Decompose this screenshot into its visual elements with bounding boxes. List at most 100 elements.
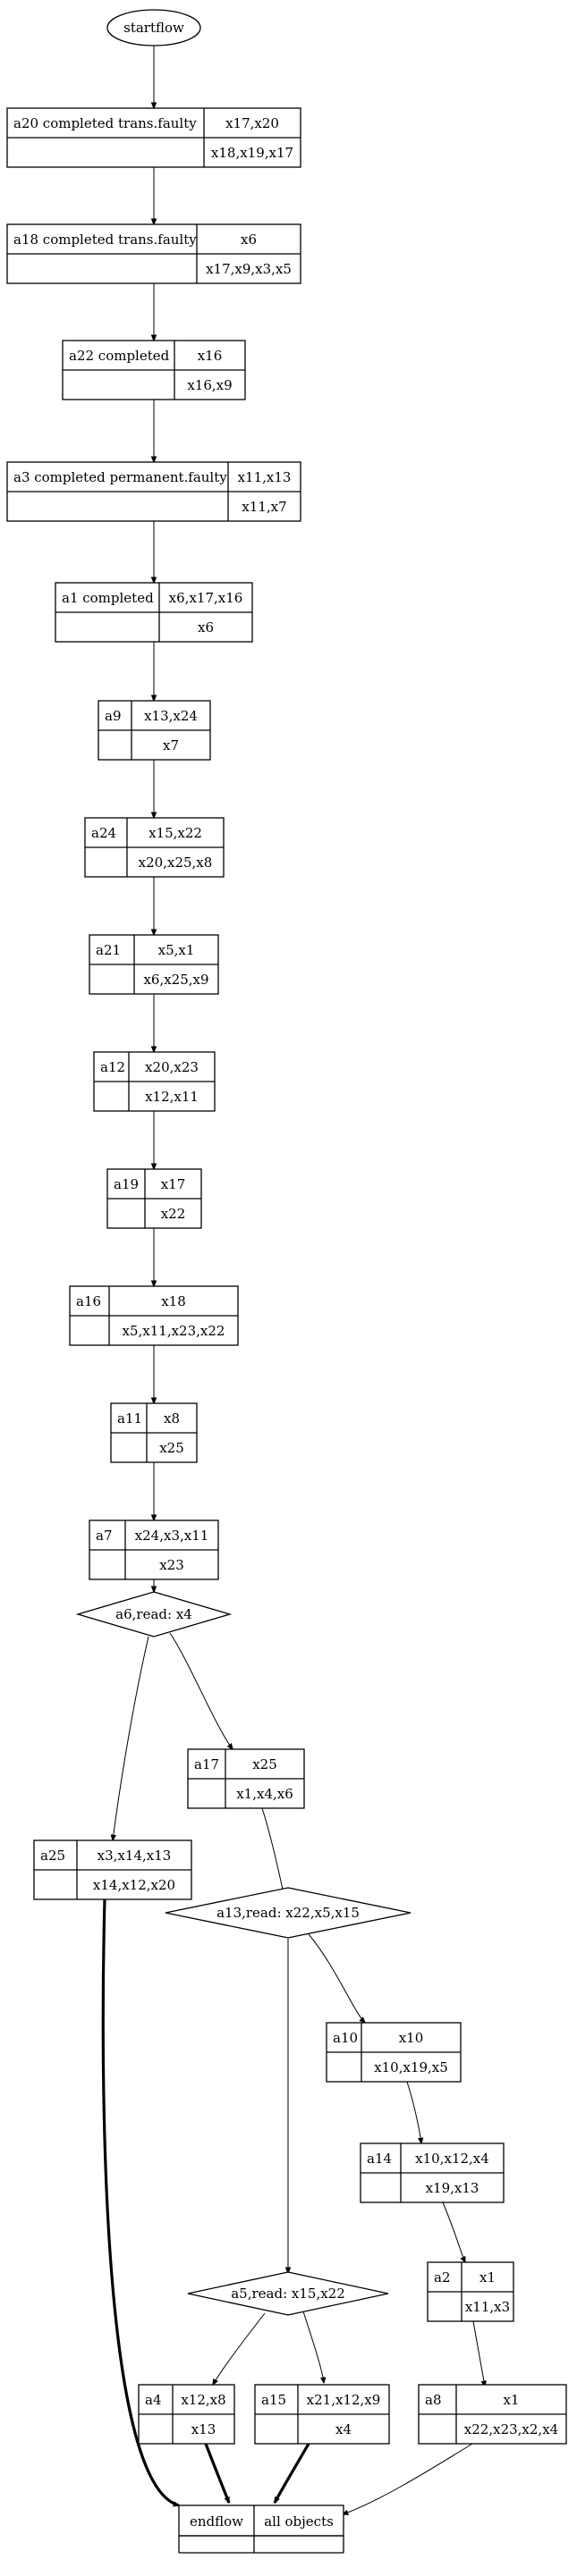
task-inputs-a1: x6,x17,x16 bbox=[169, 590, 243, 606]
end-node: endflow all objects bbox=[178, 2504, 344, 2554]
task-node-a9: a9 x13,x24 x7 bbox=[98, 700, 211, 761]
task-node-a22: a22 completed x16 x16,x9 bbox=[62, 340, 246, 400]
decision-nodes: a6,read: x4 a13,read: x22,x5,x15 a5,read: … bbox=[75, 1591, 412, 2316]
start-label: startflow bbox=[123, 20, 184, 36]
task-name-a17: a17 bbox=[194, 1756, 219, 1772]
task-outputs-a18: x17,x9,x3,x5 bbox=[206, 261, 292, 277]
task-name-a7: a7 bbox=[96, 1528, 113, 1544]
task-node-a18: a18 completed trans.faulty x6 x17,x9,x3,x5 bbox=[6, 223, 301, 284]
task-outputs-a2: x11,x3 bbox=[465, 2299, 510, 2315]
task-node-a12: a12 x20,x23 x12,x11 bbox=[93, 1051, 216, 1112]
task-inputs-a22: x16 bbox=[198, 348, 223, 364]
task-name-a14: a14 bbox=[367, 2151, 392, 2167]
end-objects-label: all objects bbox=[264, 2513, 334, 2530]
task-inputs-a20: x17,x20 bbox=[225, 115, 279, 131]
task-outputs-a25: x14,x12,x20 bbox=[93, 1877, 175, 1893]
decision-node-a6: a6,read: x4 bbox=[75, 1591, 233, 1637]
task-outputs-a7: x23 bbox=[159, 1557, 184, 1573]
task-inputs-a9: x13,x24 bbox=[144, 708, 198, 724]
task-outputs-a12: x12,x11 bbox=[145, 1089, 199, 1105]
decision-node-a5: a5,read: x15,x22 bbox=[187, 2271, 389, 2316]
task-name-a22: a22 completed bbox=[69, 348, 170, 364]
decision-label-a13: a13,read: x22,x5,x15 bbox=[216, 1905, 360, 1921]
task-name-a8: a8 bbox=[425, 2392, 442, 2408]
task-outputs-a4: x13 bbox=[191, 2421, 216, 2437]
task-inputs-a21: x5,x1 bbox=[158, 942, 195, 958]
task-outputs-a3: x11,x7 bbox=[242, 499, 286, 515]
task-name-a20: a20 completed trans.faulty bbox=[13, 115, 197, 131]
task-inputs-a3: x11,x13 bbox=[238, 469, 292, 485]
task-outputs-a15: x4 bbox=[335, 2421, 352, 2437]
edge-a10-a14 bbox=[406, 2081, 421, 2143]
task-name-a19: a19 bbox=[114, 1176, 139, 1192]
task-node-a11: a11 x8 x25 bbox=[110, 1402, 198, 1463]
task-name-a11: a11 bbox=[117, 1410, 142, 1427]
task-name-a21: a21 bbox=[96, 942, 121, 958]
task-name-a1: a1 completed bbox=[62, 590, 154, 606]
task-inputs-a15: x21,x12,x9 bbox=[307, 2392, 381, 2408]
edge-a5-a4 bbox=[213, 2312, 266, 2385]
task-inputs-a16: x18 bbox=[161, 1293, 186, 1309]
task-outputs-a14: x19,x13 bbox=[426, 2180, 479, 2196]
task-name-a12: a12 bbox=[100, 1059, 125, 1075]
task-node-a25: a25 x3,x14,x13 x14,x12,x20 bbox=[33, 1839, 192, 1900]
task-outputs-a10: x10,x19,x5 bbox=[374, 2059, 448, 2075]
task-node-a4: a4 x12,x8 x13 bbox=[138, 2384, 235, 2445]
edge-a25-end bbox=[101, 1898, 179, 2507]
task-inputs-a25: x3,x14,x13 bbox=[98, 1848, 172, 1864]
edge-a6-a17 bbox=[169, 1632, 233, 1749]
task-node-a8: a8 x1 x22,x23,x2,x4 bbox=[418, 2384, 567, 2445]
task-inputs-a17: x25 bbox=[252, 1756, 277, 1772]
task-inputs-a11: x8 bbox=[164, 1410, 180, 1427]
edge-a15-end bbox=[273, 2443, 310, 2503]
task-inputs-a7: x24,x3,x11 bbox=[135, 1528, 209, 1544]
task-name-a16: a16 bbox=[76, 1293, 101, 1309]
task-inputs-a4: x12,x8 bbox=[181, 2392, 225, 2408]
task-outputs-a11: x25 bbox=[159, 1440, 184, 1456]
task-inputs-a12: x20,x23 bbox=[145, 1059, 199, 1075]
edge-a2-a8 bbox=[472, 2320, 485, 2387]
task-outputs-a16: x5,x11,x23,x22 bbox=[123, 1323, 225, 1339]
task-inputs-a24: x15,x22 bbox=[148, 825, 202, 841]
task-outputs-a9: x7 bbox=[163, 737, 179, 753]
task-inputs-a14: x10,x12,x4 bbox=[415, 2151, 489, 2167]
task-outputs-a19: x22 bbox=[161, 1206, 186, 1222]
edge-a17-a13 bbox=[261, 1807, 284, 1898]
edge-a5-a15 bbox=[302, 2311, 324, 2383]
task-inputs-a10: x10 bbox=[399, 2030, 424, 2046]
task-name-a2: a2 bbox=[434, 2269, 451, 2286]
task-name-a4: a4 bbox=[145, 2392, 162, 2408]
task-inputs-a8: x1 bbox=[503, 2392, 519, 2408]
task-outputs-a22: x16,x9 bbox=[187, 377, 232, 393]
task-outputs-a17: x1,x4,x6 bbox=[236, 1786, 293, 1802]
task-node-a16: a16 x18 x5,x11,x23,x22 bbox=[69, 1285, 239, 1346]
task-outputs-a24: x20,x25,x8 bbox=[139, 854, 213, 871]
task-name-a10: a10 bbox=[333, 2030, 358, 2046]
decision-label-a5: a5,read: x15,x22 bbox=[231, 2286, 345, 2302]
task-node-a2: a2 x1 x11,x3 bbox=[427, 2261, 514, 2322]
task-node-a14: a14 x10,x12,x4 x19,x13 bbox=[360, 2142, 505, 2203]
task-node-a10: a10 x10 x10,x19,x5 bbox=[326, 2022, 462, 2083]
edge-a8-end bbox=[343, 2443, 473, 2514]
start-node: startflow bbox=[106, 9, 201, 46]
task-inputs-a18: x6 bbox=[241, 232, 257, 248]
decision-node-a13: a13,read: x22,x5,x15 bbox=[165, 1887, 412, 1939]
edge-a6-a25 bbox=[113, 1636, 149, 1840]
edge-a13-a10 bbox=[308, 1933, 365, 2023]
flow-edges bbox=[101, 46, 485, 2514]
task-name-a25: a25 bbox=[40, 1848, 65, 1864]
task-inputs-a2: x1 bbox=[479, 2269, 496, 2286]
edge-a4-end bbox=[204, 2443, 231, 2503]
task-outputs-a8: x22,x23,x2,x4 bbox=[464, 2421, 558, 2437]
task-name-a9: a9 bbox=[105, 708, 122, 724]
task-name-a18: a18 completed trans.faulty bbox=[13, 232, 197, 248]
decision-label-a6: a6,read: x4 bbox=[115, 1606, 192, 1622]
